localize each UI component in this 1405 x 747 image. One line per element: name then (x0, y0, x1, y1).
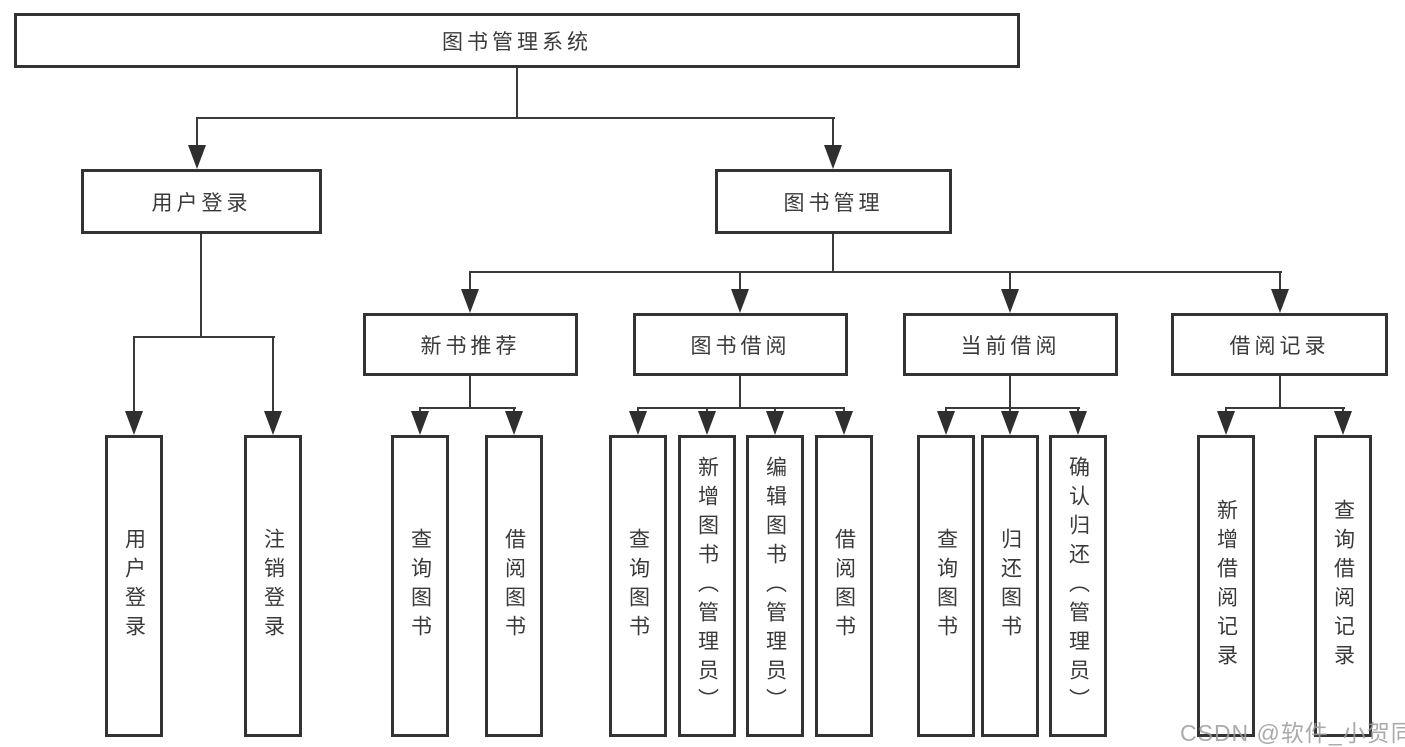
leaf-user-login: 用户登录 (105, 435, 163, 737)
leaf-logout: 注销登录 (244, 435, 302, 737)
connector-stem (196, 117, 198, 147)
arrow-down-icon (1001, 289, 1019, 313)
connector-stem (832, 117, 834, 147)
connector-line (637, 407, 845, 409)
connector-stem (200, 234, 202, 336)
arrow-down-icon (1069, 411, 1087, 435)
connector-stem (1009, 271, 1011, 291)
connector-line (945, 407, 1080, 409)
arrow-down-icon (1334, 411, 1352, 435)
node-new-book-recommend: 新书推荐 (363, 313, 578, 376)
leaf-query-books-current: 查询图书 (917, 435, 975, 737)
leaf-query-books-recommend: 查询图书 (391, 435, 449, 737)
connector-stem (739, 271, 741, 291)
connector-line (133, 336, 275, 338)
connector-stem (1279, 376, 1281, 408)
leaf-borrow-books: 借阅图书 (815, 435, 873, 737)
leaf-edit-book-admin: 编辑图书（管理员） (746, 435, 804, 737)
connector-line (419, 407, 516, 409)
node-current-borrow: 当前借阅 (903, 313, 1118, 376)
arrow-down-icon (1001, 411, 1019, 435)
arrow-down-icon (1217, 411, 1235, 435)
node-root: 图书管理系统 (14, 13, 1020, 68)
arrow-down-icon (505, 411, 523, 435)
connector-stem (469, 271, 471, 291)
leaf-add-book-admin: 新增图书（管理员） (678, 435, 736, 737)
node-book-borrow: 图书借阅 (633, 313, 848, 376)
arrow-down-icon (1271, 289, 1289, 313)
connector-line (196, 117, 835, 119)
connector-stem (832, 234, 834, 272)
connector-stem (1009, 376, 1011, 408)
leaf-add-borrow-record: 新增借阅记录 (1197, 435, 1255, 737)
arrow-down-icon (824, 145, 842, 169)
node-borrow-records: 借阅记录 (1171, 313, 1388, 376)
arrow-down-icon (188, 145, 206, 169)
connector-stem (272, 336, 274, 414)
leaf-return-book: 归还图书 (981, 435, 1039, 737)
node-user-login: 用户登录 (81, 169, 322, 234)
connector-stem (133, 336, 135, 414)
connector-line (469, 271, 1282, 273)
arrow-down-icon (937, 411, 955, 435)
csdn-watermark: CSDN @软件_小贺同学 (1180, 720, 1405, 746)
connector-stem (1279, 271, 1281, 291)
arrow-down-icon (629, 411, 647, 435)
connector-stem (739, 376, 741, 408)
arrow-down-icon (264, 411, 282, 435)
arrow-down-icon (698, 411, 716, 435)
leaf-confirm-return-admin: 确认归还（管理员） (1049, 435, 1107, 737)
arrow-down-icon (125, 411, 143, 435)
arrow-down-icon (835, 411, 853, 435)
connector-line (1225, 407, 1345, 409)
connector-stem (469, 376, 471, 408)
arrow-down-icon (766, 411, 784, 435)
node-book-management: 图书管理 (715, 169, 952, 234)
leaf-query-borrow-record: 查询借阅记录 (1314, 435, 1372, 737)
leaf-borrow-books-recommend: 借阅图书 (485, 435, 543, 737)
arrow-down-icon (461, 289, 479, 313)
arrow-down-icon (411, 411, 429, 435)
leaf-query-books-borrow: 查询图书 (609, 435, 667, 737)
connector-stem (516, 68, 518, 118)
arrow-down-icon (731, 289, 749, 313)
